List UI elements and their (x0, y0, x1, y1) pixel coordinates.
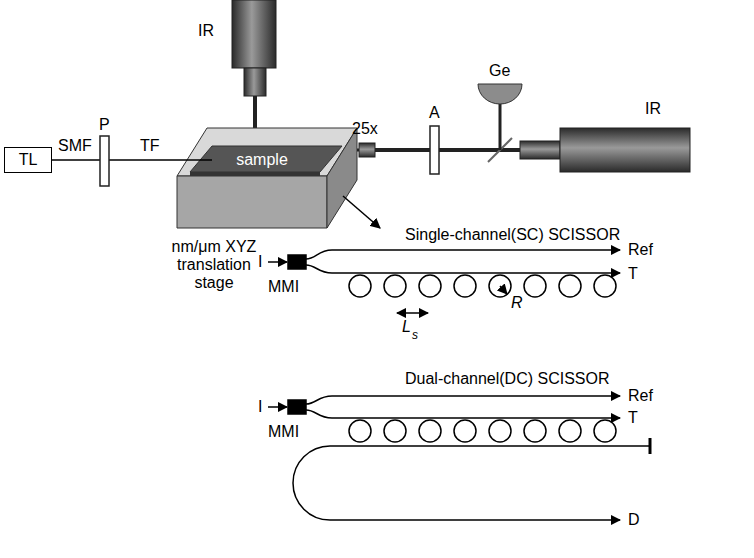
optical-fiber (52, 159, 212, 161)
node-text: TL (19, 151, 38, 169)
component-label: MMI (268, 423, 299, 441)
microring (454, 275, 476, 297)
input-waveguide (268, 261, 287, 263)
drop-waveguide (293, 446, 650, 520)
beam (357, 149, 359, 152)
microring (594, 420, 616, 442)
port-label: Ref (628, 241, 653, 259)
microring (559, 420, 581, 442)
ir-camera-right-lens (520, 141, 560, 159)
microring (594, 275, 616, 297)
waveguide-termination (649, 438, 652, 454)
ir-camera-top (232, 0, 276, 68)
microring (489, 275, 511, 297)
ir-camera-right (560, 128, 690, 172)
port-label: I (258, 398, 262, 416)
node-text: sample (236, 151, 288, 169)
microring (559, 275, 581, 297)
microring (384, 275, 406, 297)
analyzer-plate (430, 126, 439, 174)
stage-front-face (177, 176, 327, 228)
polarizer-label: P (99, 116, 110, 134)
beam (499, 100, 502, 150)
microring (349, 420, 371, 442)
device-title: Dual-channel(DC) SCISSOR (405, 370, 610, 388)
sample-slab (190, 146, 342, 172)
component-label: MMI (268, 278, 299, 296)
port-label: Ref (628, 387, 653, 405)
device-title: Single-channel(SC) SCISSOR (405, 226, 620, 244)
ref-waveguide (306, 250, 620, 259)
objective-label: 25x (352, 120, 378, 138)
fiber-label: SMF (58, 137, 92, 155)
camera-label: IR (198, 22, 214, 40)
dc-scissor (268, 396, 650, 520)
port-label: D (628, 511, 640, 529)
objective-lens (359, 143, 375, 157)
radius-arrow (500, 286, 507, 294)
microring (489, 420, 511, 442)
stage-top-face (177, 128, 357, 176)
input-waveguide (268, 406, 287, 408)
port-label: T (628, 265, 638, 283)
analyzer-label: A (429, 104, 440, 122)
dimension-label: R (511, 294, 523, 312)
microring (524, 420, 546, 442)
ring-spacing-arrow (397, 312, 428, 314)
sample-edge (190, 172, 320, 176)
zoom-arrow (343, 196, 380, 228)
fiber-label: TF (140, 137, 160, 155)
ir-camera-lens (244, 68, 266, 96)
camera-label: IR (645, 100, 661, 118)
sc-scissor (268, 250, 620, 313)
through-waveguide (306, 410, 620, 418)
detector-label: Ge (489, 62, 510, 80)
through-waveguide (306, 265, 620, 273)
dimension-label: L (402, 318, 411, 336)
port-label: T (628, 409, 638, 427)
ring-row (349, 420, 616, 442)
microring (524, 275, 546, 297)
stage-label: nm/μm XYZ translation stage (158, 238, 270, 292)
microring (384, 420, 406, 442)
polarizer-plate (100, 136, 109, 186)
microring (419, 420, 441, 442)
port-label: I (258, 253, 262, 271)
mmi-splitter (288, 400, 306, 414)
microring (419, 275, 441, 297)
microring (454, 420, 476, 442)
ref-waveguide (306, 396, 620, 404)
ge-detector (478, 84, 522, 104)
stage-side-face (327, 128, 357, 228)
sample-label-region: sample (212, 148, 312, 172)
laser-box: TL (4, 147, 52, 173)
ring-row (349, 275, 616, 297)
dimension-subscript: s (412, 326, 418, 344)
mmi-splitter (288, 255, 306, 269)
microring (349, 275, 371, 297)
